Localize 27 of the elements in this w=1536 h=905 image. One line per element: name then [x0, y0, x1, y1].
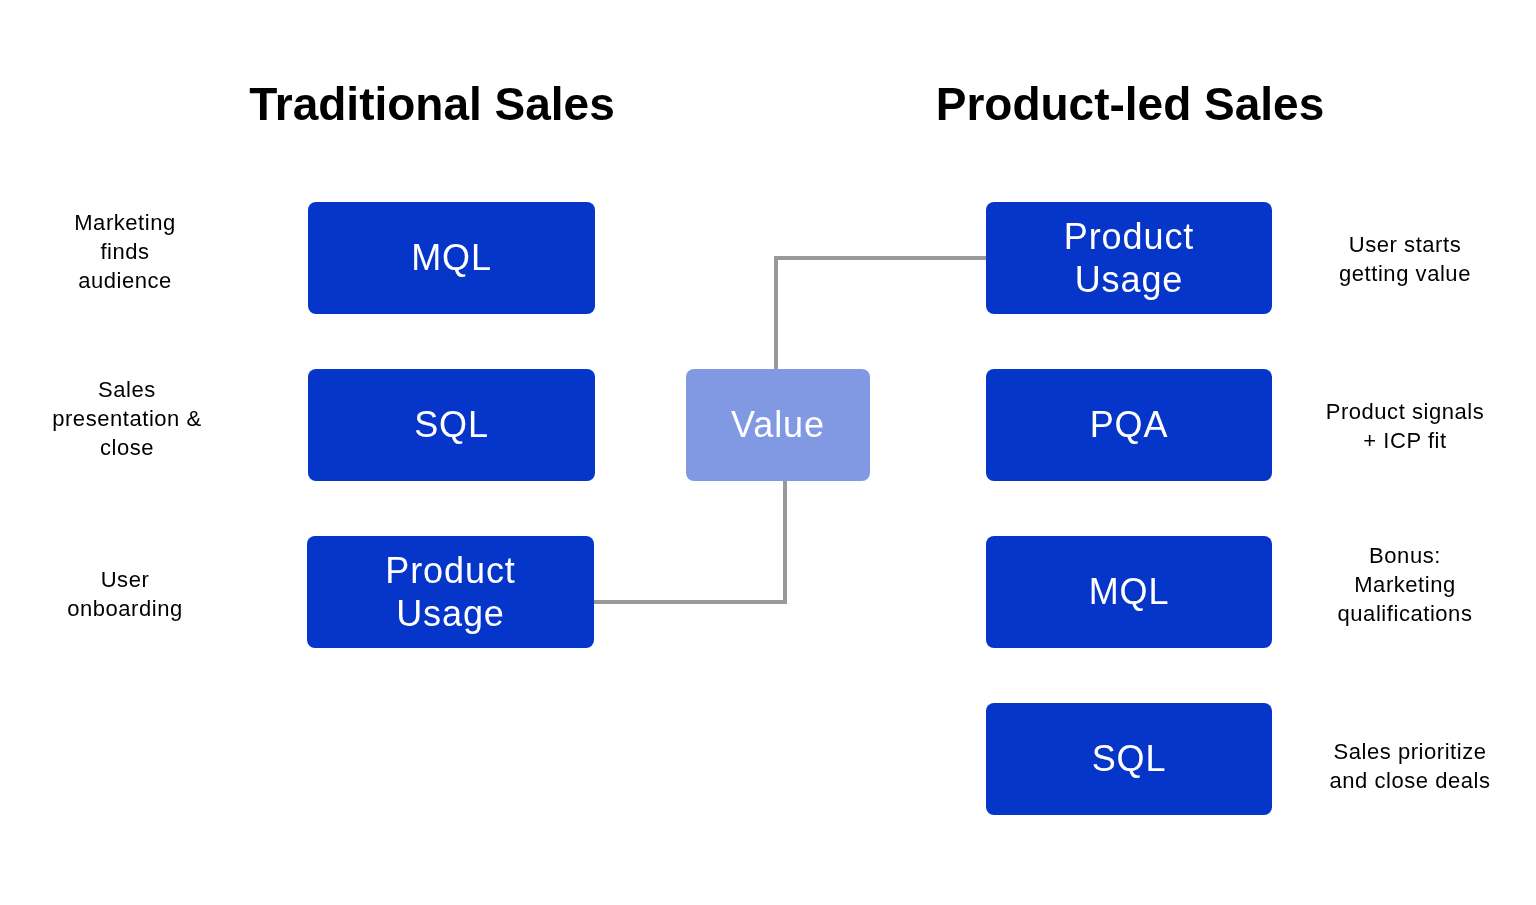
stage-box	[986, 536, 1272, 648]
stage-caption: Sales prioritize and close deals	[1328, 738, 1492, 795]
stage-label: MQL	[410, 236, 493, 280]
connector-line	[594, 481, 787, 604]
stage-caption: User starts getting value	[1338, 231, 1472, 288]
stage-caption: Product signals + ICP fit	[1324, 398, 1486, 455]
stage-caption: User onboarding	[66, 566, 184, 623]
stage-label: PQA	[1088, 403, 1170, 447]
stage-caption: Sales presentation & close	[51, 375, 203, 462]
stage-box	[986, 369, 1272, 481]
stage-label: SQL	[1090, 737, 1168, 781]
stage-box	[308, 202, 595, 314]
connector-line	[774, 256, 986, 369]
stage-box	[308, 369, 595, 481]
stage-label: Product Usage	[1062, 214, 1196, 302]
stage-caption: Bonus: Marketing qualifications	[1336, 541, 1474, 628]
value-box	[686, 369, 870, 481]
stage-label: Value	[730, 403, 826, 447]
stage-box	[986, 703, 1272, 815]
stage-label: MQL	[1087, 570, 1171, 614]
stage-box	[307, 536, 594, 648]
stage-box	[986, 202, 1272, 314]
stage-label: SQL	[413, 403, 490, 447]
column-heading: Product-led Sales	[935, 76, 1325, 132]
column-heading: Traditional Sales	[249, 76, 615, 132]
stage-label: Product Usage	[384, 548, 517, 636]
stage-caption: Marketing finds audience	[73, 208, 177, 295]
